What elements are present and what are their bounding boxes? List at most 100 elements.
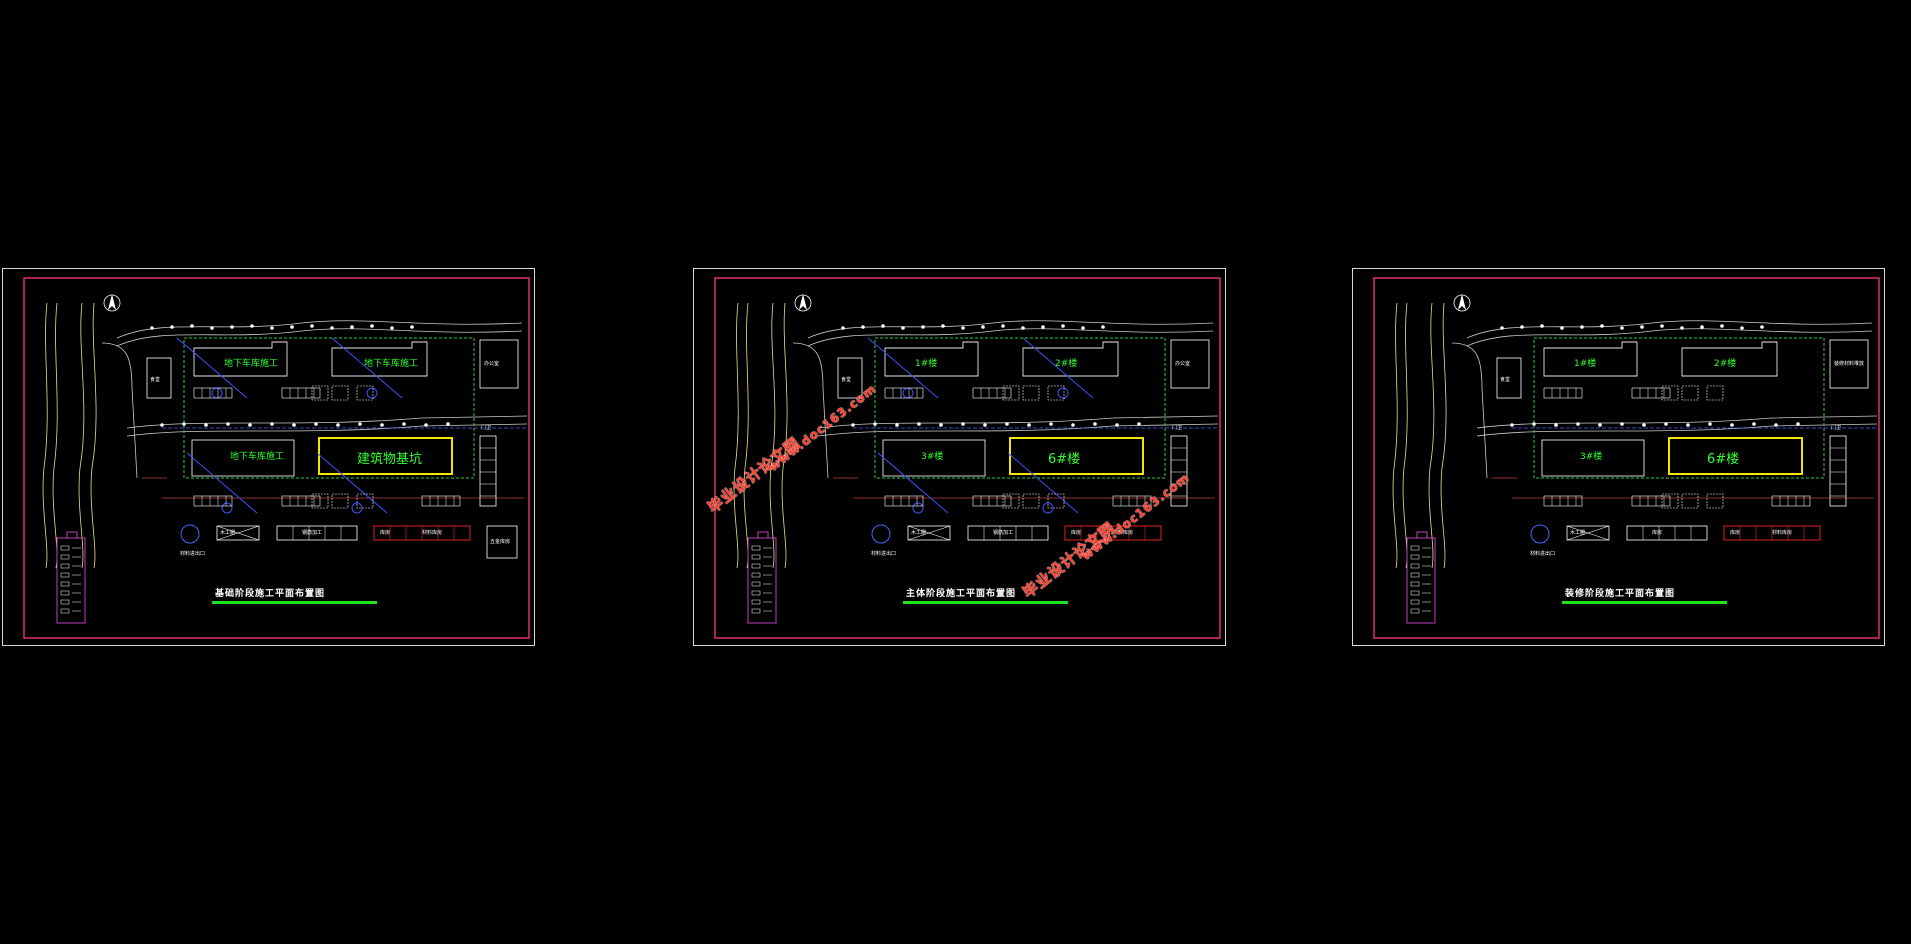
building-label: 3#楼 <box>921 452 944 462</box>
light-pole-icon <box>1752 422 1756 426</box>
stockpile <box>1047 493 1065 509</box>
store-cross <box>216 525 260 541</box>
light-pole-icon <box>983 423 987 427</box>
legend-symbol <box>1410 563 1420 569</box>
legend-tab <box>757 531 769 539</box>
light-pole-icon <box>1081 326 1085 330</box>
store-label: 木工棚 <box>220 530 236 536</box>
light-pole-icon <box>1071 423 1075 427</box>
light-pole-icon <box>1720 324 1724 328</box>
light-pole-icon <box>1500 326 1504 330</box>
light-pole-icon <box>270 422 274 426</box>
light-pole-icon <box>917 422 921 426</box>
road-curve <box>90 302 97 569</box>
building-upper-right <box>331 341 428 377</box>
light-pole-icon <box>250 324 254 328</box>
light-pole-icon <box>851 423 855 427</box>
store-cross <box>1566 525 1610 541</box>
stockpile <box>1047 385 1065 401</box>
building-upper-left <box>1543 341 1638 377</box>
tower-crane-icon <box>1022 337 1094 399</box>
store-2 <box>1626 525 1708 541</box>
legend-symbol <box>60 608 70 614</box>
light-pole-icon <box>248 423 252 427</box>
light-pole-icon <box>881 324 885 328</box>
light-pole-icon <box>150 326 154 330</box>
light-pole-icon <box>1774 423 1778 427</box>
stockpile <box>1706 493 1724 509</box>
light-pole-icon <box>1680 326 1684 330</box>
light-pole-icon <box>446 422 450 426</box>
building-label: 6#楼 <box>1707 452 1740 467</box>
stockpile <box>1681 493 1699 509</box>
canteen-label: 食堂 <box>841 377 852 383</box>
light-pole-icon <box>270 326 274 330</box>
site-plan-svg <box>2 268 535 646</box>
stockpile <box>331 385 349 401</box>
outer-frame <box>693 268 1226 646</box>
office-room <box>1829 339 1869 389</box>
tower-crane-icon <box>221 502 233 514</box>
gate-icon <box>1530 524 1550 544</box>
light-pole-icon <box>292 423 296 427</box>
building-upper-right <box>1681 341 1778 377</box>
boundary-line <box>1492 477 1874 499</box>
access-road <box>101 342 138 479</box>
stockpile <box>311 385 329 401</box>
stockpile <box>1022 385 1040 401</box>
outer-frame <box>1352 268 1885 646</box>
corner-room <box>486 525 518 559</box>
stockpile <box>1002 385 1020 401</box>
light-pole-icon <box>230 325 234 329</box>
light-pole-icon <box>170 325 174 329</box>
material-yard <box>1112 495 1152 507</box>
legend-symbol <box>1410 581 1420 587</box>
material-yard <box>281 495 321 507</box>
canteen-room <box>837 357 863 399</box>
gate-label: 材料进出口 <box>180 551 206 557</box>
legend-symbol <box>60 572 70 578</box>
stockpile <box>356 385 374 401</box>
material-yard <box>972 495 1012 507</box>
light-pole-icon <box>1760 325 1764 329</box>
light-pole-icon <box>1740 326 1744 330</box>
stockpile <box>1706 385 1724 401</box>
legend-symbol <box>60 581 70 587</box>
light-pole-icon <box>290 325 294 329</box>
building-label: 1#楼 <box>1574 359 1597 369</box>
light-pole-icon <box>841 326 845 330</box>
building-label: 建筑物基坑 <box>357 452 423 467</box>
light-pole-icon <box>424 423 428 427</box>
light-pole-icon <box>226 422 230 426</box>
store-1 <box>216 525 260 541</box>
store-2 <box>967 525 1049 541</box>
building-label: 2#楼 <box>1714 359 1737 369</box>
tower-crane-icon <box>867 337 939 399</box>
title-underline <box>212 601 377 604</box>
light-pole-icon <box>1005 422 1009 426</box>
light-pole-icon <box>1598 423 1602 427</box>
legend-symbol <box>60 599 70 605</box>
gate-icon <box>871 524 891 544</box>
road-curve <box>743 302 749 569</box>
light-pole-icon <box>1510 423 1514 427</box>
canteen-label: 食堂 <box>150 377 161 383</box>
material-yard <box>1543 495 1583 507</box>
light-pole-icon <box>1137 422 1141 426</box>
north-road <box>116 320 523 339</box>
stockpile <box>356 493 374 509</box>
light-pole-icon <box>310 324 314 328</box>
drawing-title: 装修阶段施工平面布置图 <box>1565 589 1676 599</box>
light-pole-icon <box>1041 325 1045 329</box>
tower-crane-icon <box>912 502 924 514</box>
stockpile <box>1681 385 1699 401</box>
canteen-room <box>1496 357 1522 399</box>
legend-symbol <box>751 554 761 560</box>
legend-tab <box>1416 531 1428 539</box>
middle-road <box>817 415 1219 429</box>
light-pole-icon <box>314 422 318 426</box>
stockpile <box>311 493 329 509</box>
store-label: 库房 <box>1730 530 1741 536</box>
legend-symbol <box>1410 608 1420 614</box>
light-pole-icon <box>1664 422 1668 426</box>
